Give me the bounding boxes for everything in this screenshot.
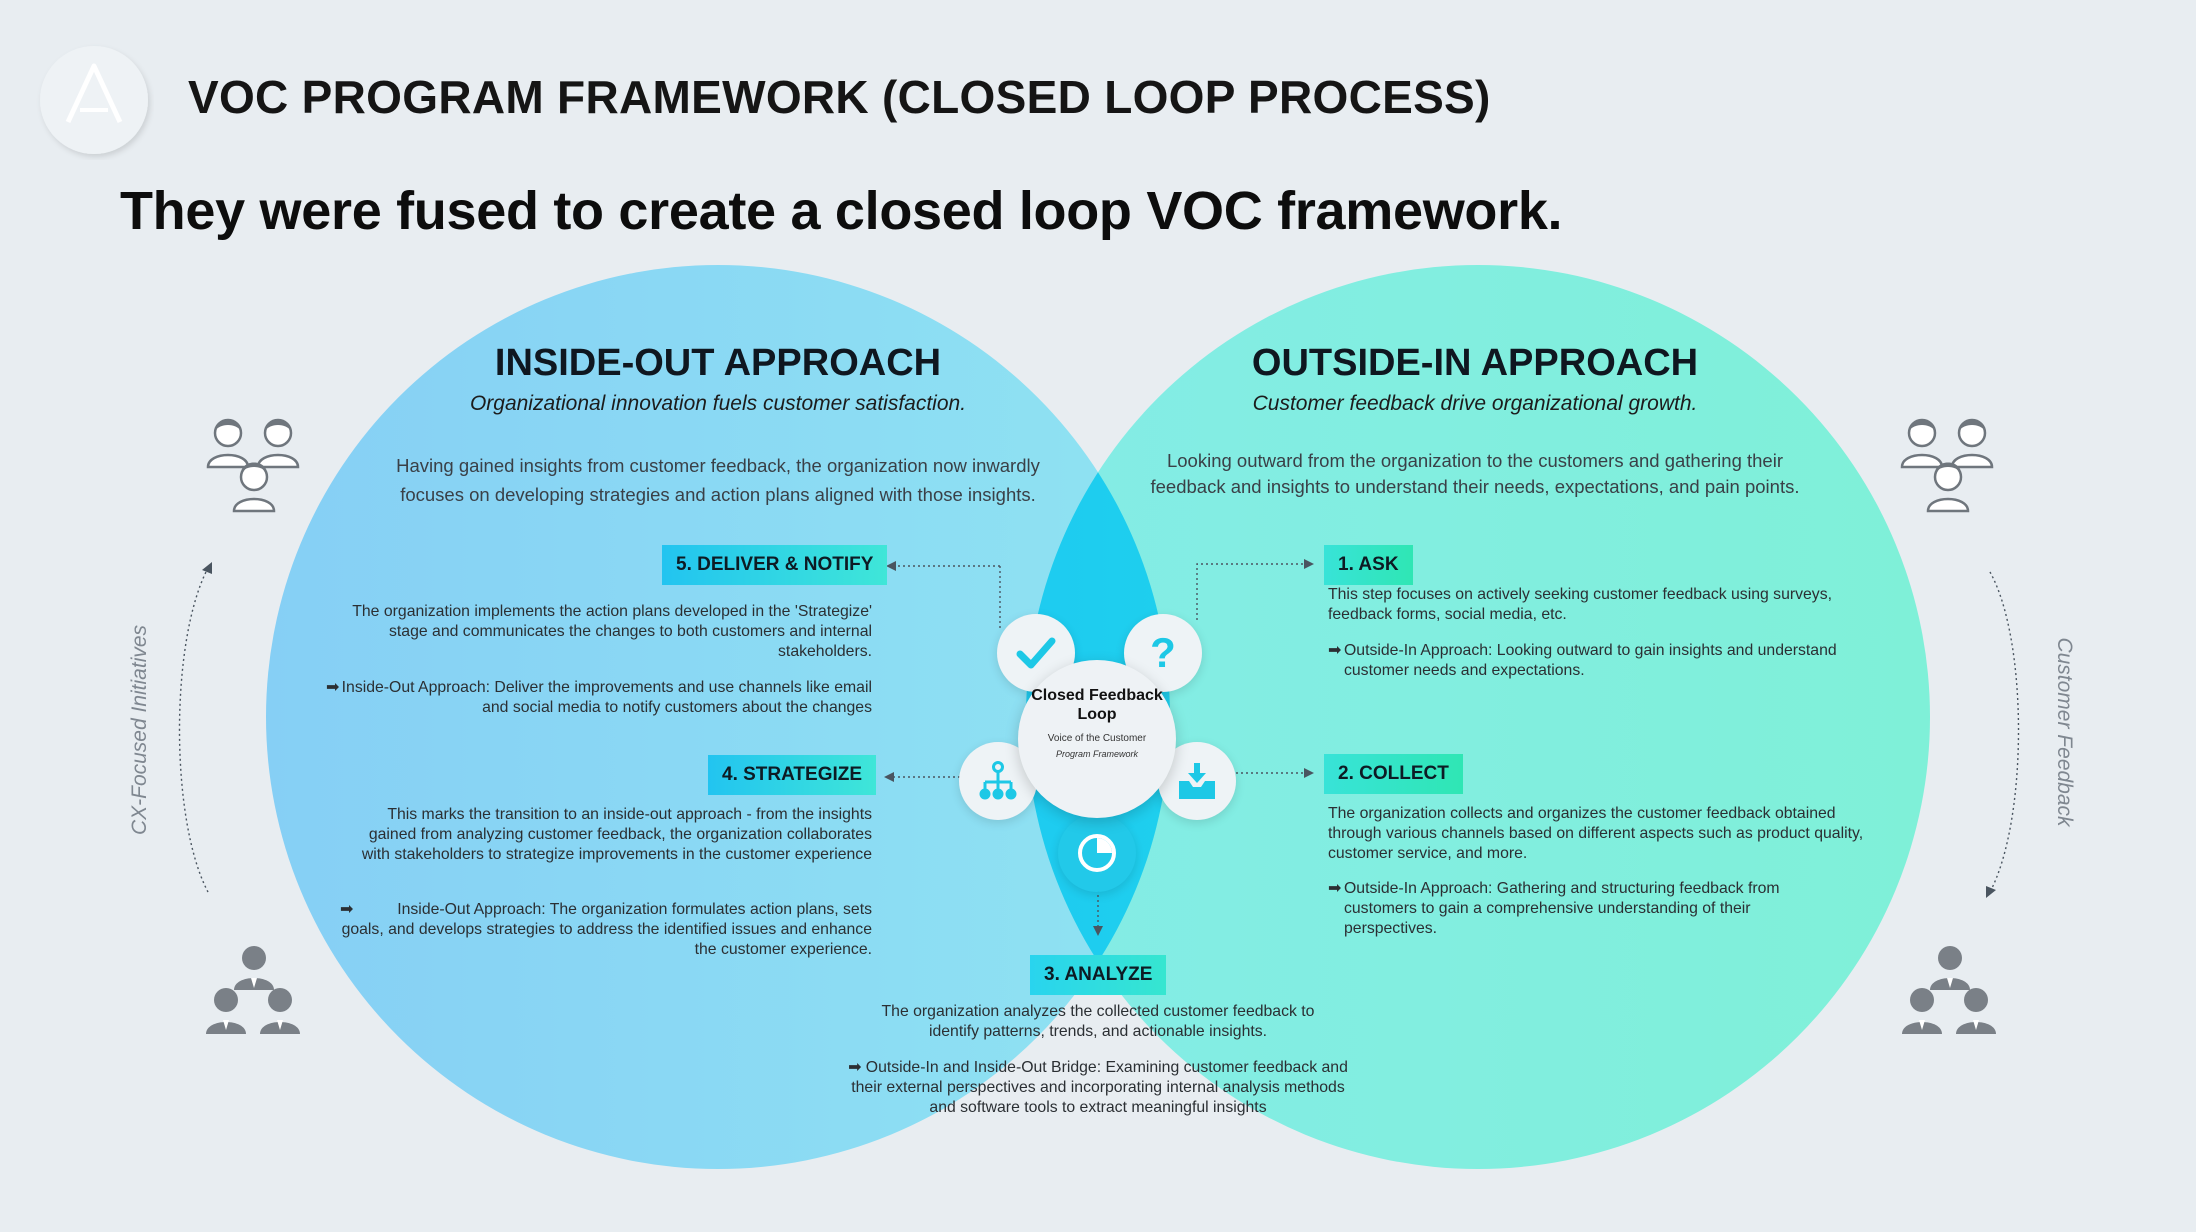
- arrow-bullet-icon: ➡: [1328, 880, 1342, 897]
- outside-in-heading: OUTSIDE-IN APPROACH: [1251, 342, 1699, 384]
- arrow-bullet-icon: ➡: [326, 679, 340, 696]
- svg-text:?: ?: [1150, 631, 1176, 675]
- step-analyze-bullet: ➡ Outside-In and Inside-Out Bridge: Exam…: [848, 1059, 1348, 1116]
- step-collect-label: 2. COLLECT: [1324, 754, 1463, 794]
- closed-feedback-loop-hub: Closed Feedback Loop Voice of the Custom…: [1018, 660, 1176, 818]
- people-group-icon: [206, 946, 300, 1034]
- step-ask-bullet: ➡ Outside-In Approach: Looking outward t…: [1328, 642, 1837, 679]
- pie-chart-icon: [1058, 814, 1136, 892]
- inside-out-intro: Having gained insights from customer fee…: [396, 455, 1040, 505]
- step-deliver-bullet: ➡ Inside-Out Approach: Deliver the impro…: [326, 679, 872, 716]
- step-strategize-text: This marks the transition to an inside-o…: [361, 806, 872, 863]
- step-deliver-label: 5. DELIVER & NOTIFY: [662, 545, 888, 585]
- page-subtitle: They were fused to create a closed loop …: [120, 181, 1563, 241]
- side-arc-right: [1989, 571, 2020, 893]
- logo-icon: [40, 46, 148, 154]
- inside-out-heading: INSIDE-OUT APPROACH: [494, 342, 942, 384]
- inside-out-tagline: Organizational innovation fuels customer…: [469, 392, 967, 415]
- hub-title: Closed Feedback Loop: [1031, 687, 1163, 723]
- side-label-left: CX-Focused Initiatives: [128, 624, 151, 836]
- step-analyze-text: The organization analyzes the collected …: [881, 1003, 1315, 1040]
- hub-subtitle-2: Program Framework: [1055, 749, 1138, 759]
- people-group-icon: [1900, 418, 1994, 513]
- step-collect-text: The organization collects and organizes …: [1328, 805, 1864, 862]
- arrow-bullet-icon: ➡: [340, 901, 354, 918]
- arrow-bullet-icon: ➡: [848, 1059, 862, 1076]
- step-analyze-label: 3. ANALYZE: [1030, 955, 1167, 995]
- connector-deliver: [895, 565, 1001, 628]
- inside-out-circle: [266, 265, 1170, 1169]
- step-ask-label: 1. ASK: [1324, 545, 1413, 585]
- outside-in-tagline: Customer feedback drive organizational g…: [1252, 392, 1698, 415]
- outside-in-circle: [1026, 265, 1930, 1169]
- check-icon: [997, 614, 1075, 692]
- arrow-bullet-icon: ➡: [1328, 642, 1342, 659]
- people-group-icon: [206, 418, 300, 513]
- step-ask-text: This step focuses on actively seeking cu…: [1328, 586, 1832, 623]
- step-strategize-label: 4. STRATEGIZE: [708, 755, 877, 795]
- people-group-icon: [1902, 946, 1996, 1034]
- inbox-download-icon: [1158, 742, 1236, 820]
- page-title: VOC PROGRAM FRAMEWORK (CLOSED LOOP PROCE…: [188, 71, 1491, 123]
- side-label-right: Customer Feedback: [2053, 637, 2076, 827]
- outside-in-intro: Looking outward from the organization to…: [1150, 450, 1800, 497]
- side-arc-left: [178, 567, 209, 893]
- step-deliver-text: The organization implements the action p…: [352, 603, 872, 660]
- step-collect-bullet: ➡ Outside-In Approach: Gathering and str…: [1328, 880, 1780, 937]
- hub-subtitle: Voice of the Customer: [1047, 733, 1147, 744]
- step-strategize-bullet: ➡ Inside-Out Approach: The organization …: [340, 901, 872, 958]
- connector-ask: [1196, 563, 1305, 620]
